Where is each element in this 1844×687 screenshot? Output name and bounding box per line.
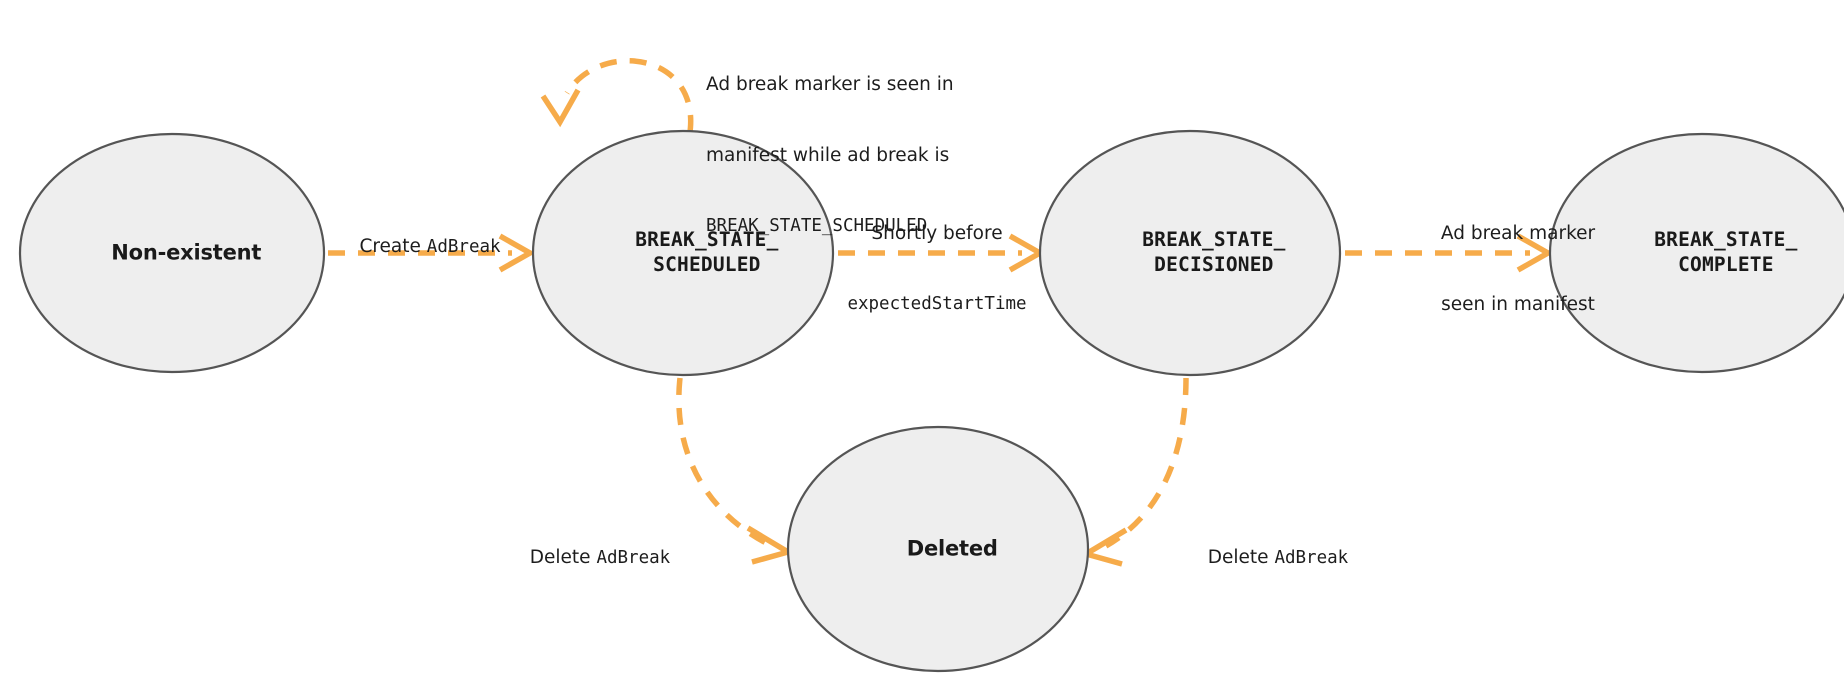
edge-label-decisioned-to-complete: Ad break marker seen in manifest [1441,175,1595,364]
node-label-break-state-scheduled: BREAK_STATE_ SCHEDULED [587,203,778,303]
node-non-existent[interactable] [18,132,326,374]
edge-label-text: manifest while ad break is [706,145,950,167]
node-label-line: BREAK_STATE_ [1142,228,1286,252]
node-label-non-existent: Non-existent [83,213,261,294]
node-label-line: DECISIONED [1154,253,1274,276]
node-label-deleted: Deleted [878,509,998,590]
edge-decisioned-to-deleted [1079,377,1189,567]
node-break-state-decisioned[interactable] [1038,129,1342,377]
node-deleted[interactable] [786,425,1090,673]
edge-label-text: Delete [529,547,597,569]
edge-label-text: Create [359,236,427,258]
node-label-line: COMPLETE [1678,253,1774,276]
node-label-break-state-decisioned: BREAK_STATE_ DECISIONED [1094,203,1285,303]
edge-decisioned-to-complete [1345,233,1554,273]
edge-label-code: expectedStartTime [847,294,1027,315]
edge-label-text: Ad break marker [1440,223,1596,245]
edge-label-decisioned-to-deleted: Delete AdBreak [1208,499,1348,617]
edge-self-loop-scheduled [540,58,694,133]
edge-label-text: Ad break marker is seen in [706,74,954,96]
edge-label-scheduled-to-deleted: Delete AdBreak [530,499,670,617]
edge-label-text: seen in manifest [1441,294,1595,316]
node-label-line: BREAK_STATE_ [635,228,779,252]
node-label-line: Non-existent [111,240,262,265]
edge-label-self-loop-scheduled: Ad break marker is seen in manifest whil… [706,26,954,285]
edge-label-code: AdBreak [1274,548,1349,569]
edge-label-scheduled-to-decisioned: Shortly before expectedStartTime [847,175,1026,363]
node-label-line: Deleted [906,536,998,561]
edge-label-code: BREAK_STATE_SCHEDULED [706,216,928,237]
node-break-state-complete[interactable] [1548,132,1844,374]
node-label-break-state-complete: BREAK_STATE_ COMPLETE [1606,203,1797,303]
node-label-line: SCHEDULED [653,253,761,276]
edge-label-text: Shortly before [871,223,1003,245]
edge-label-code: AdBreak [426,237,501,258]
node-label-line: BREAK_STATE_ [1654,228,1798,252]
node-break-state-scheduled[interactable] [531,129,835,377]
edge-create-adbreak [328,233,536,273]
edge-label-code: AdBreak [596,548,671,569]
edge-label-text: Delete [1207,547,1275,569]
edge-scheduled-to-deleted [676,377,795,565]
edge-label-create-adbreak: Create AdBreak [359,188,500,306]
